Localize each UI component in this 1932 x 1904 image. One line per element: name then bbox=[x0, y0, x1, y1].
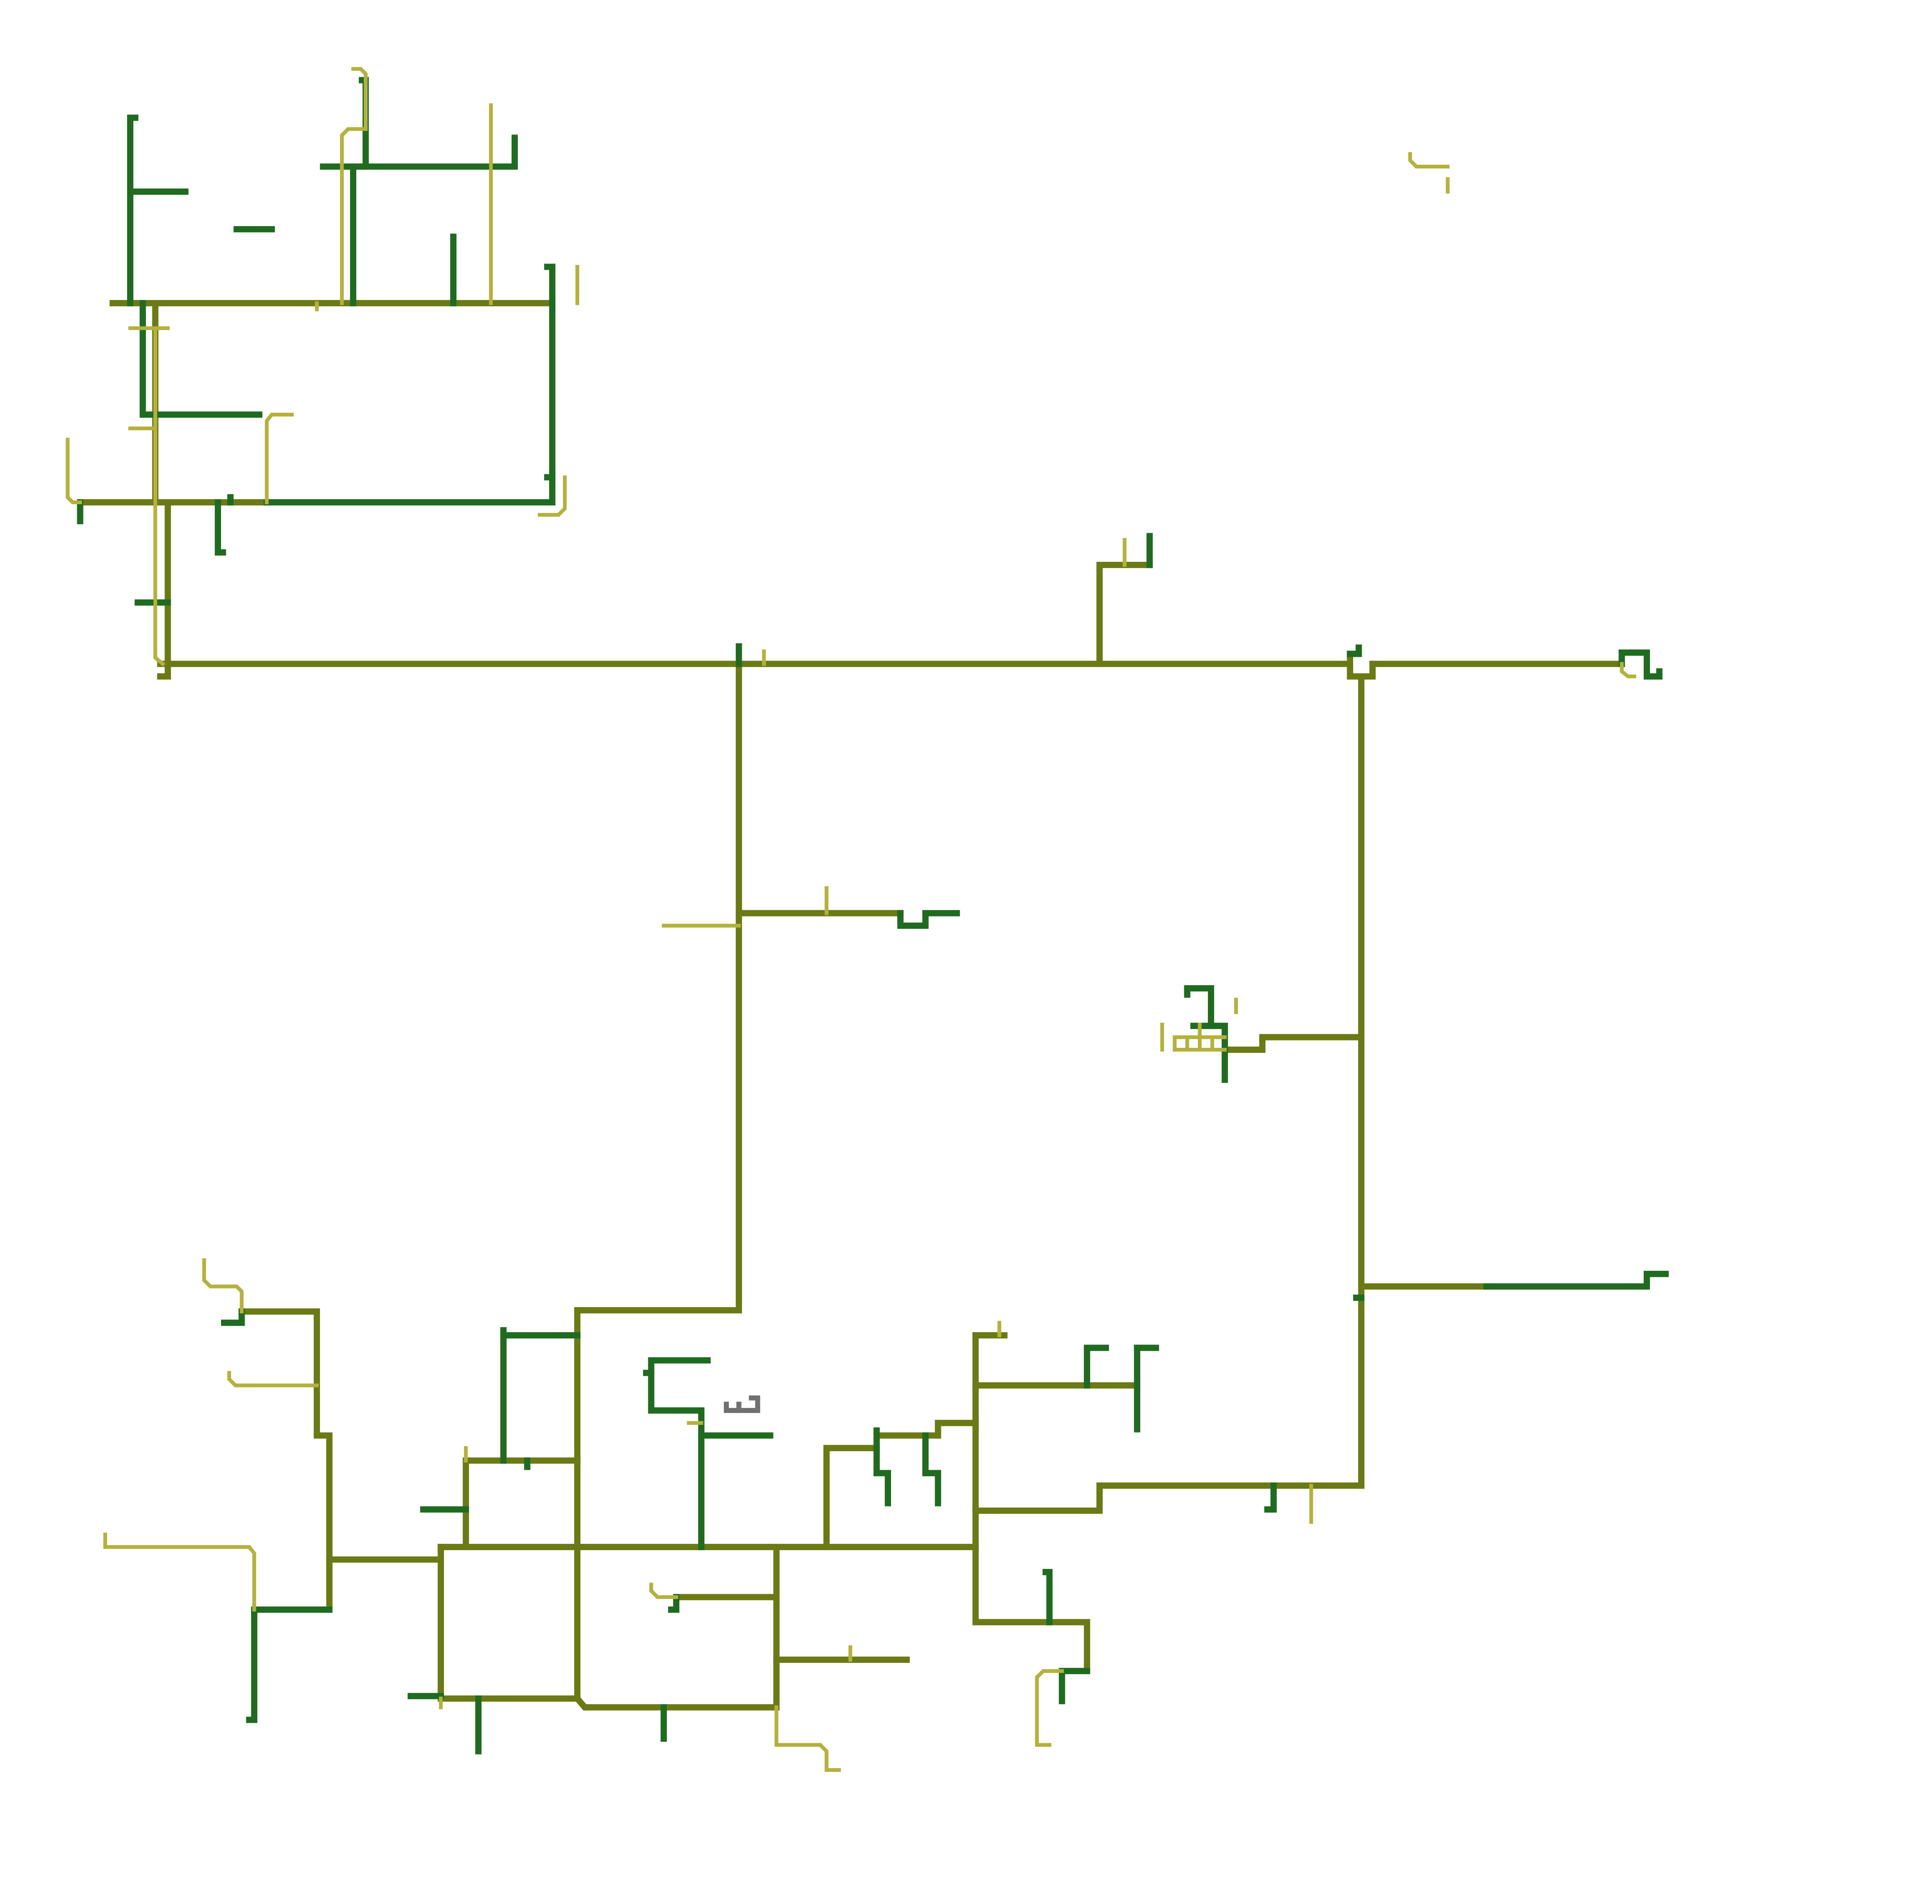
southeast-mast bbox=[1043, 1569, 1053, 1625]
nw-top-feeder-2 bbox=[351, 67, 368, 131]
east-low-branch bbox=[972, 1482, 1365, 1514]
misc-lines bbox=[724, 1395, 760, 1413]
west-upper-hook bbox=[202, 1258, 244, 1314]
middle-step bbox=[823, 1445, 880, 1550]
north-branch bbox=[1096, 562, 1153, 667]
southern-loop bbox=[437, 1544, 581, 1702]
west-tick bbox=[221, 1308, 245, 1326]
nw-lower-hook bbox=[214, 499, 226, 556]
west-vertical bbox=[238, 1308, 333, 1613]
middle-step-2 bbox=[873, 1420, 979, 1439]
minor-lines bbox=[66, 67, 1636, 1772]
middle-hook-2 bbox=[922, 1432, 941, 1506]
central-east-tail bbox=[897, 910, 960, 929]
south-vertical-trunk bbox=[574, 1307, 780, 1711]
nw-upper-vertical bbox=[127, 114, 139, 306]
mid-east-branch bbox=[1221, 1034, 1365, 1053]
gray-small-bracket bbox=[724, 1395, 760, 1413]
central-vertical-trunk bbox=[574, 661, 742, 1314]
east-end-hook bbox=[1620, 662, 1636, 678]
nw-left-frame bbox=[139, 300, 262, 418]
east-south-vertical bbox=[972, 1332, 1090, 1674]
branch-lines bbox=[77, 77, 1669, 1754]
nw-right-border bbox=[264, 264, 556, 506]
junction-notch bbox=[1347, 651, 1376, 680]
nw-inner-feeder bbox=[265, 413, 294, 504]
inner-loop-hook bbox=[668, 1594, 680, 1613]
nw-top-feeder bbox=[340, 127, 368, 305]
central-frame bbox=[648, 1357, 711, 1550]
middle-hook-1 bbox=[873, 1427, 891, 1506]
nw-top-frame bbox=[320, 134, 518, 170]
mid-cluster-hook bbox=[1184, 985, 1214, 1029]
sw-long-feeder bbox=[103, 1532, 256, 1612]
ne-isolated-hook bbox=[1408, 152, 1450, 169]
inner-loop-feeder bbox=[649, 1583, 679, 1599]
east-south-end bbox=[1483, 1271, 1669, 1290]
junction-tick bbox=[1347, 644, 1362, 657]
trunk-lines bbox=[77, 300, 1625, 1711]
nw-vertical-2 bbox=[157, 499, 171, 680]
sw-drop bbox=[246, 1606, 333, 1723]
east-end-notch bbox=[1619, 649, 1663, 680]
nw-left-feeder bbox=[66, 438, 82, 504]
mid-cluster-beads bbox=[1173, 1035, 1227, 1052]
southeast-hook bbox=[1059, 1668, 1090, 1704]
west-mid-hook bbox=[227, 1371, 319, 1387]
west-box bbox=[463, 1457, 581, 1550]
loop-se-hook bbox=[774, 1705, 841, 1772]
east-low-hook bbox=[1264, 1482, 1277, 1513]
southeast-feeder bbox=[1035, 1669, 1064, 1747]
mid-cluster-box bbox=[1208, 1023, 1228, 1083]
nw-long-feeder bbox=[153, 326, 166, 667]
east-mid-hook bbox=[1084, 1345, 1109, 1389]
nw-right-corner bbox=[538, 475, 567, 517]
